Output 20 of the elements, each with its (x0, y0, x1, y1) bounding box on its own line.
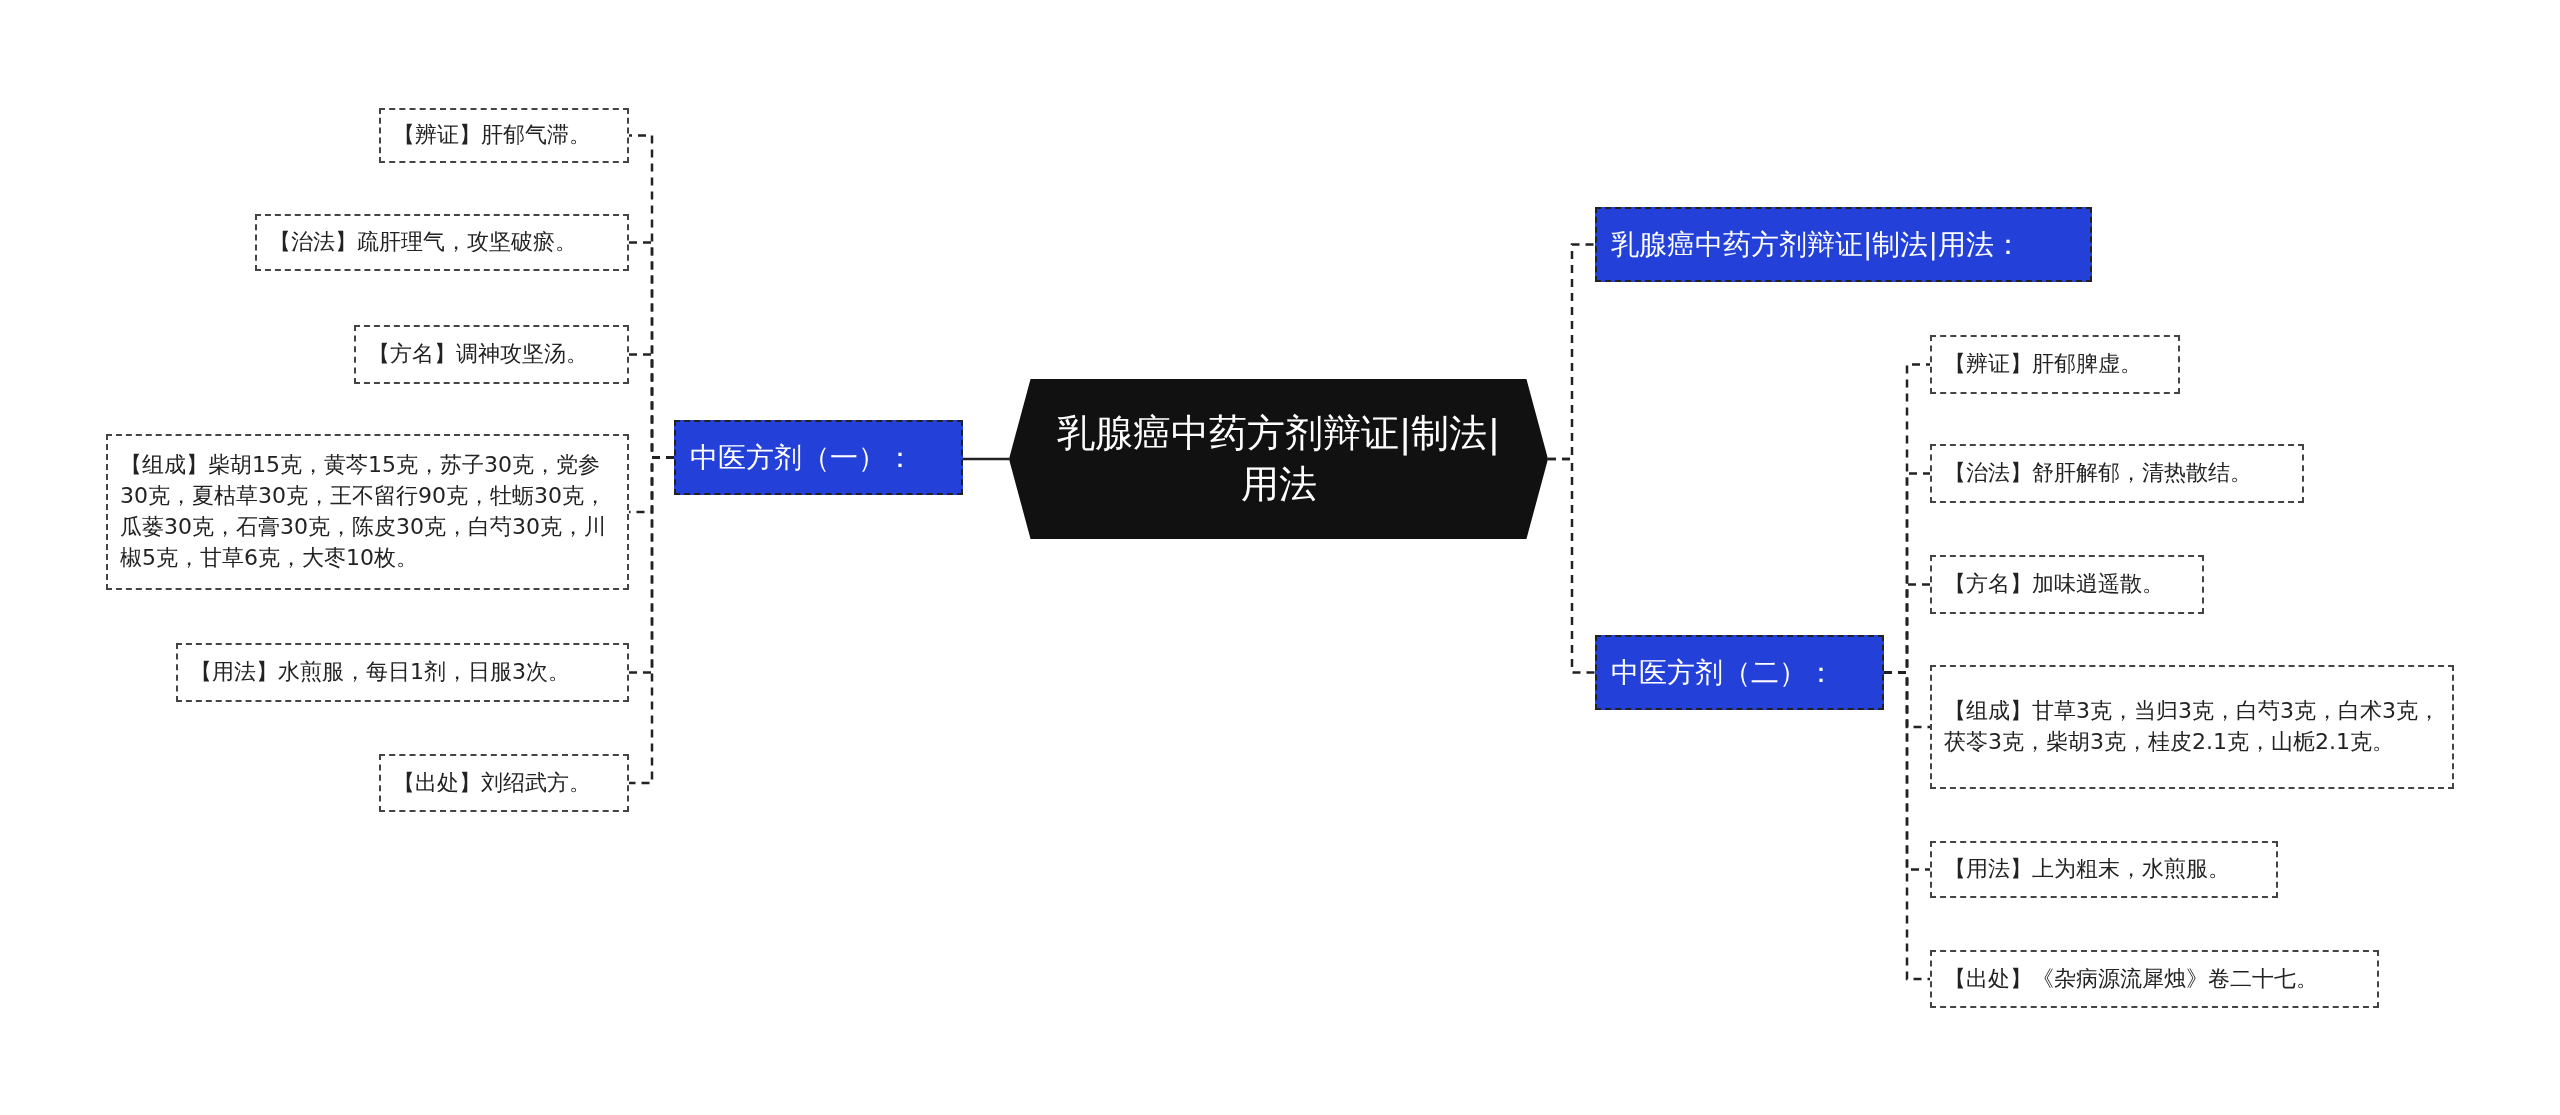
note-box: 【用法】上为粗末，水煎服。 (1930, 841, 2278, 898)
note-box: 【辨证】肝郁气滞。 (379, 108, 629, 163)
note-box: 【组成】柴胡15克，黄芩15克，苏子30克，党参30克，夏枯草30克，王不留行90克，牡蛎30克，瓜蒌30克，石膏30克，陈皮30克，白芍30克，川椒5克，甘草6克，大枣10枚。 (106, 434, 629, 590)
note-box: 【出处】《杂病源流犀烛》卷二十七。 (1930, 950, 2379, 1008)
topic-box: 中医方剂（二）： (1595, 635, 1884, 710)
note-box: 【方名】加味逍遥散。 (1930, 555, 2204, 614)
connector (963, 457, 1009, 461)
connector (1884, 671, 1930, 981)
topic-box: 中医方剂（一）： (674, 420, 963, 495)
note-box: 【用法】水煎服，每日1剂，日服3次。 (176, 643, 629, 702)
central-topic: 乳腺癌中药方剂辩证|制法|用法 (1009, 379, 1548, 539)
note-box: 【组成】甘草3克，当归3克，白芍3克，白术3克，茯苓3克，柴胡3克，桂皮2.1克，山栀2.1克。 (1930, 665, 2454, 789)
note-box: 【辨证】肝郁脾虚。 (1930, 335, 2180, 394)
connector (629, 456, 674, 785)
note-box: 【治法】舒肝解郁，清热散结。 (1930, 444, 2304, 503)
connector (1548, 457, 1595, 674)
note-box: 【出处】刘绍武方。 (379, 754, 629, 812)
note-box: 【方名】调神攻坚汤。 (354, 325, 629, 384)
topic-box: 乳腺癌中药方剂辩证|制法|用法： (1595, 207, 2092, 282)
note-box: 【治法】疏肝理气，攻坚破瘀。 (255, 214, 629, 271)
